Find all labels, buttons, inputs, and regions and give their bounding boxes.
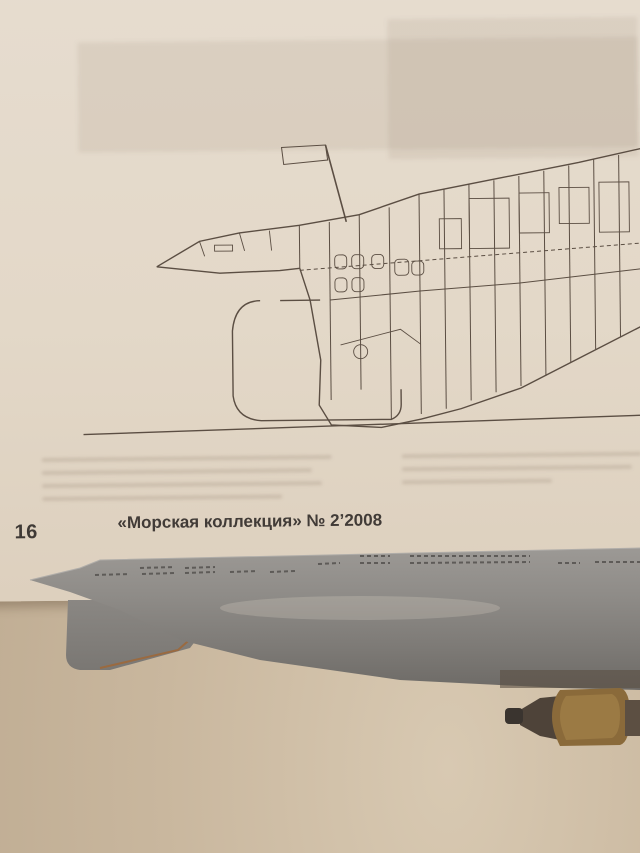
- submarine-model: [29, 547, 640, 690]
- show-through-line: [42, 494, 283, 502]
- magazine-page: 16 «Морская коллекция» № 2’2008: [0, 0, 640, 602]
- show-through-line: [41, 468, 312, 476]
- show-through-line: [402, 478, 553, 485]
- brass-fitting: [500, 670, 640, 746]
- submarine-cross-section-drawing: [83, 143, 640, 436]
- show-through-line: [42, 481, 323, 489]
- show-through-line: [401, 464, 632, 472]
